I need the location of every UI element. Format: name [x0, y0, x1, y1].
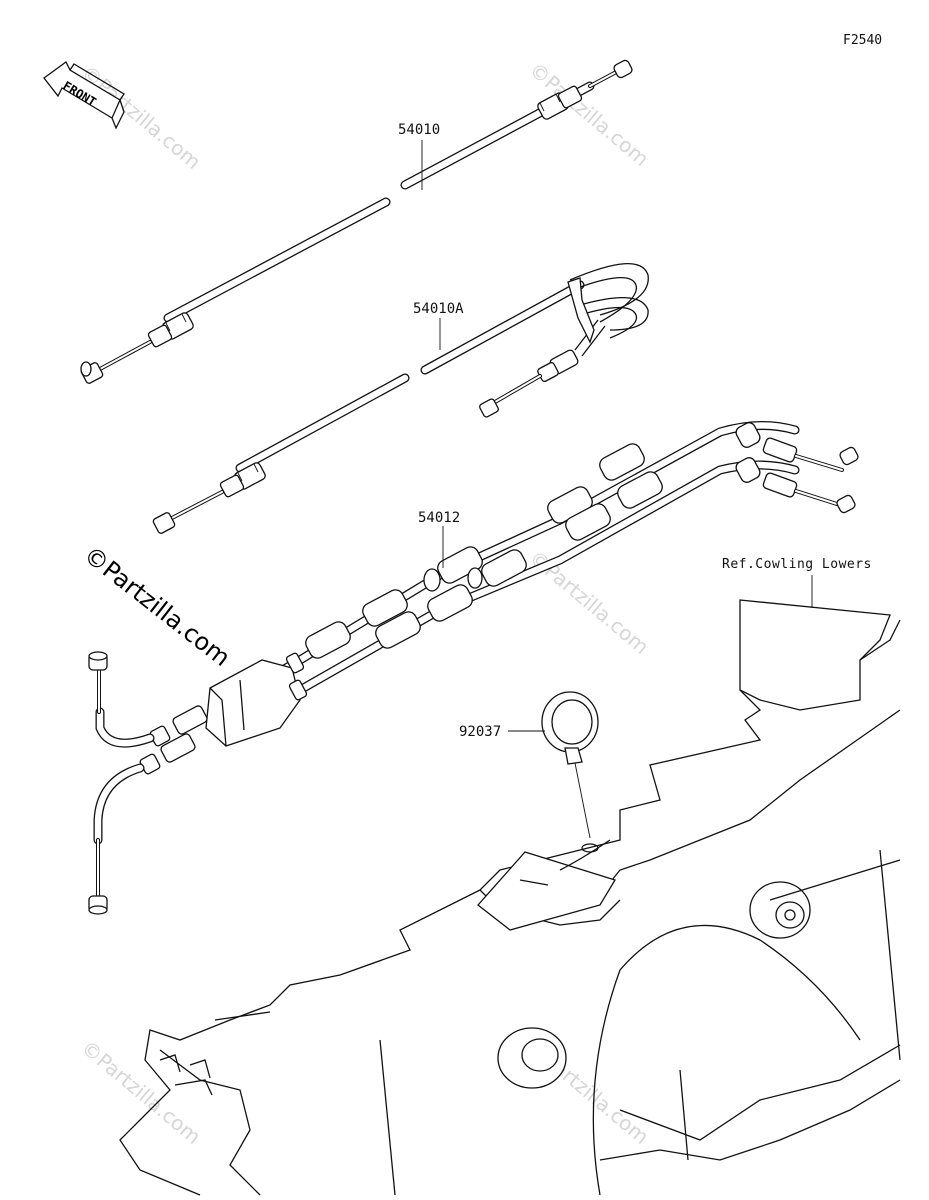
- cowling-body: [119, 599, 901, 1196]
- figure-code: F2540: [843, 33, 882, 48]
- part-label-92037: 92037: [459, 724, 501, 740]
- watermark-4: ©Partzilla.com: [77, 1035, 206, 1149]
- part-label-54010: 54010: [398, 122, 440, 138]
- clamp-92037: [541, 691, 599, 853]
- reference-label: Ref.Cowling Lowers: [722, 557, 872, 572]
- front-arrow-icon: FRONT: [43, 61, 125, 130]
- cable-54012: [88, 420, 859, 915]
- part-label-54012: 54012: [418, 510, 460, 526]
- cable-54010a: [152, 263, 649, 534]
- cable-54010: [80, 59, 633, 384]
- part-label-54010a: 54010A: [413, 301, 464, 317]
